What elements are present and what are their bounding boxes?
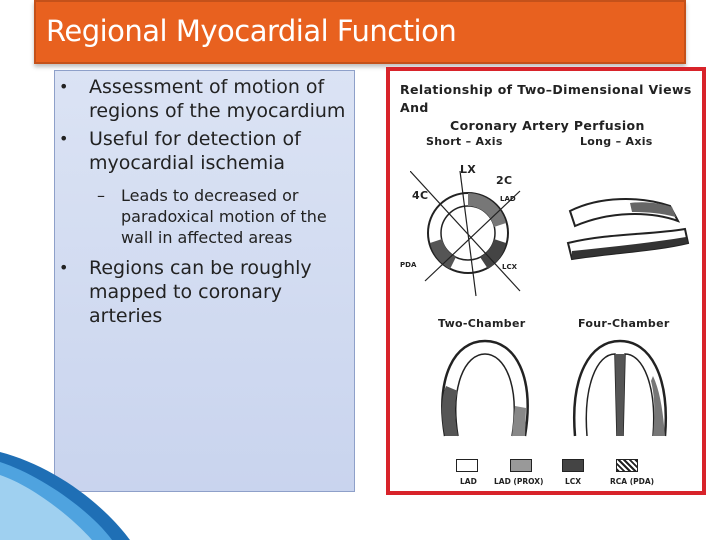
- short-axis-diagram: [410, 171, 521, 297]
- sub-bullet-item: Leads to decreased or paradoxical motion…: [55, 185, 354, 248]
- legend-label-lad: LAD: [460, 477, 477, 486]
- lad-small-label: LAD: [500, 195, 516, 203]
- two-chamber-diagram: [441, 339, 529, 437]
- legend-swatch-lad: [456, 459, 478, 472]
- decorative-swoosh: [0, 452, 130, 540]
- four-chamber-label: Four-Chamber: [578, 317, 670, 330]
- short-axis-label: Short – Axis: [426, 135, 503, 148]
- legend-swatch-rca: [616, 459, 638, 472]
- legend-label-lcx: LCX: [565, 477, 582, 486]
- bullet-item: Useful for detection of myocardial ische…: [55, 127, 354, 175]
- long-axis-diagram: [566, 198, 690, 261]
- figure-frame: Relationship of Two–Dimensional Views An…: [386, 67, 706, 495]
- bullet-list: Assessment of motion of regions of the m…: [55, 75, 354, 328]
- text-panel: Assessment of motion of regions of the m…: [54, 70, 355, 492]
- bullet-item: Assessment of motion of regions of the m…: [55, 75, 354, 123]
- legend-swatch-lad-prox: [510, 459, 532, 472]
- two-chamber-label: Two-Chamber: [438, 317, 526, 330]
- figure-title: Relationship of Two–Dimensional Views An…: [400, 81, 700, 135]
- figure-title-line1: Relationship of Two–Dimensional Views An…: [400, 82, 692, 115]
- figure-title-line2: Coronary Artery Perfusion: [450, 118, 645, 133]
- legend-label-rca: RCA (PDA): [610, 477, 655, 486]
- bullet-item: Regions can be roughly mapped to coronar…: [55, 256, 354, 328]
- four-c-label: 4C: [412, 189, 429, 202]
- legend-label-lad-prox: LAD (PROX): [494, 477, 544, 486]
- two-c-label: 2C: [496, 174, 513, 187]
- legend-swatch-lcx: [562, 459, 584, 472]
- four-chamber-diagram: [573, 339, 667, 437]
- title-bar: Regional Myocardial Function: [34, 0, 686, 64]
- lx-label: LX: [460, 163, 477, 176]
- long-axis-label: Long – Axis: [580, 135, 653, 148]
- lcx-small-label: LCX: [502, 263, 517, 271]
- slide-title: Regional Myocardial Function: [46, 14, 457, 48]
- pda-small-label: PDA: [400, 261, 417, 269]
